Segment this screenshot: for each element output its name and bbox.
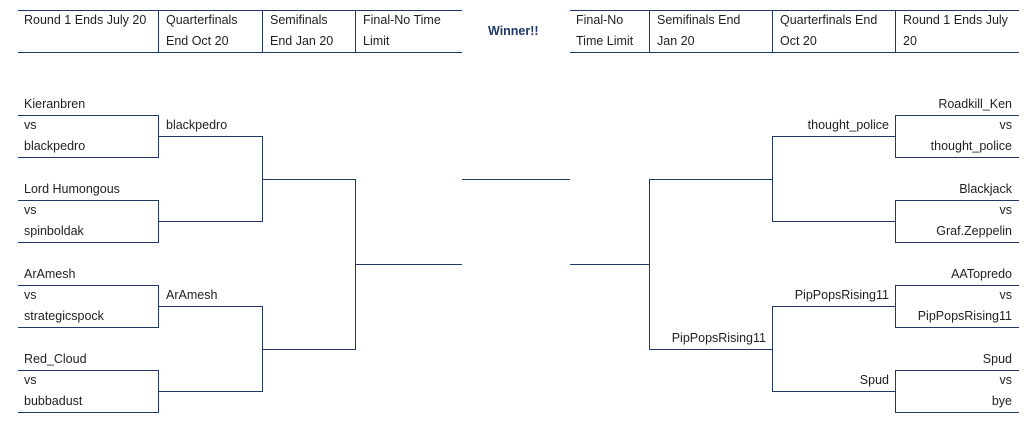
team-name: Roadkill_Ken xyxy=(938,97,1012,111)
team-name: Graf.Zeppelin xyxy=(936,224,1012,238)
header-final-right: Final-No xyxy=(576,13,624,27)
header-semifinals-date: End Jan 20 xyxy=(270,34,334,48)
team-name: blackpedro xyxy=(24,139,86,153)
vs-label: vs xyxy=(24,288,37,302)
winner-label: Winner!! xyxy=(488,24,539,38)
header-quarterfinals-right: Quarterfinals End xyxy=(780,13,878,27)
team-name: thought_police xyxy=(807,118,889,132)
header-final-right-limit: Time Limit xyxy=(576,34,634,48)
team-name: ArAmesh xyxy=(166,288,218,302)
header-round1-right-date: 20 xyxy=(903,34,917,48)
vs-label: vs xyxy=(999,118,1013,132)
vs-label: vs xyxy=(24,203,37,217)
team-name: bye xyxy=(991,394,1012,408)
vs-label: vs xyxy=(24,118,37,132)
team-name: PipPopsRising11 xyxy=(917,309,1012,323)
team-name: spinboldak xyxy=(24,224,84,238)
header-semifinals-right: Semifinals End xyxy=(657,13,741,27)
header-round1-right: Round 1 Ends July xyxy=(903,13,1008,27)
header-quarterfinals-date: End Oct 20 xyxy=(166,34,229,48)
header-round1: Round 1 Ends July 20 xyxy=(24,13,147,27)
team-name: Red_Cloud xyxy=(24,352,87,366)
team-name: PipPopsRising11 xyxy=(794,288,889,302)
team-name: thought_police xyxy=(930,139,1012,153)
team-name: PipPopsRising11 xyxy=(671,331,766,345)
vs-label: vs xyxy=(999,203,1013,217)
team-name: blackpedro xyxy=(166,118,228,132)
team-name: Lord Humongous xyxy=(24,182,120,196)
champion-line xyxy=(462,179,570,180)
header-final: Final-No Time xyxy=(363,13,441,27)
team-name: bubbadust xyxy=(24,394,83,408)
team-name: Spud xyxy=(982,352,1012,366)
team-name: Spud xyxy=(859,373,889,387)
team-name: strategicspock xyxy=(24,309,104,323)
header-quarterfinals-right-date: Oct 20 xyxy=(780,34,817,48)
team-name: Kieranbren xyxy=(24,97,86,111)
header-final-limit: Limit xyxy=(363,34,390,48)
vs-label: vs xyxy=(24,373,37,387)
header-quarterfinals: Quarterfinals xyxy=(166,13,238,27)
team-name: Blackjack xyxy=(959,182,1012,196)
vs-label: vs xyxy=(999,373,1013,387)
vs-label: vs xyxy=(999,288,1013,302)
team-name: ArAmesh xyxy=(24,267,76,281)
team-name: AATopredo xyxy=(951,267,1012,281)
header-semifinals: Semifinals xyxy=(270,13,328,27)
header-semifinals-right-date: Jan 20 xyxy=(657,34,695,48)
